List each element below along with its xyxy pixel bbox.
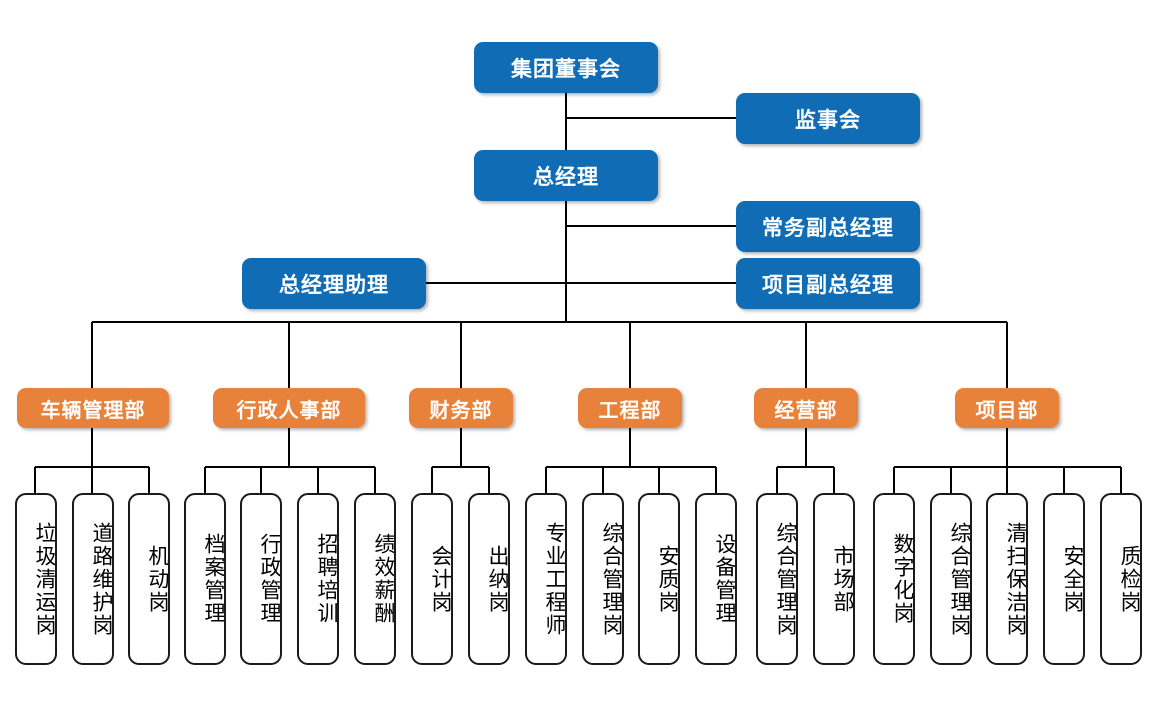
node-position-engineering-1[interactable]: 专业工程师 [525, 493, 567, 665]
node-position-admin-hr-1[interactable]: 档案管理 [184, 493, 226, 665]
node-position-admin-hr-4[interactable]: 绩效薪酬 [354, 493, 396, 665]
node-position-label: 质检岗 [1118, 544, 1141, 614]
node-position-label: 综合管理岗 [948, 521, 971, 637]
node-position-label: 机动岗 [146, 544, 169, 614]
node-dept-operations-label: 经营部 [774, 399, 838, 422]
node-dept-finance-label: 财务部 [429, 399, 493, 422]
node-executive-vice-gm[interactable]: 常务副总经理 [736, 201, 920, 252]
node-position-label: 安全岗 [1061, 544, 1084, 614]
node-position-label: 出纳岗 [486, 544, 509, 614]
node-position-admin-hr-2[interactable]: 行政管理 [240, 493, 282, 665]
node-position-label: 行政管理 [258, 533, 281, 625]
node-dept-engineering[interactable]: 工程部 [578, 388, 682, 428]
node-position-label: 道路维护岗 [90, 521, 113, 637]
node-position-vehicle-3[interactable]: 机动岗 [128, 493, 170, 665]
node-dept-admin-hr[interactable]: 行政人事部 [213, 388, 365, 428]
node-dept-project[interactable]: 项目部 [955, 388, 1059, 428]
node-project-vice-gm-label: 项目副总经理 [762, 273, 894, 297]
node-position-engineering-2[interactable]: 综合管理岗 [582, 493, 624, 665]
node-position-project-3[interactable]: 清扫保洁岗 [986, 493, 1028, 665]
node-board-label: 集团董事会 [511, 57, 621, 81]
node-position-label: 综合管理岗 [600, 521, 623, 637]
node-gm-assistant[interactable]: 总经理助理 [242, 258, 426, 309]
node-gm-assistant-label: 总经理助理 [279, 273, 389, 297]
node-position-project-1[interactable]: 数字化岗 [873, 493, 915, 665]
node-position-label: 数字化岗 [891, 533, 914, 625]
node-general-manager-label: 总经理 [533, 165, 599, 189]
node-position-operations-2[interactable]: 市场部 [813, 493, 855, 665]
node-supervisors[interactable]: 监事会 [736, 93, 920, 144]
node-dept-admin-hr-label: 行政人事部 [236, 399, 342, 422]
node-dept-finance[interactable]: 财务部 [409, 388, 513, 428]
node-position-label: 专业工程师 [543, 521, 566, 637]
node-position-project-5[interactable]: 质检岗 [1100, 493, 1142, 665]
node-position-label: 垃圾清运岗 [33, 521, 56, 637]
node-dept-vehicle[interactable]: 车辆管理部 [17, 388, 169, 428]
node-position-project-4[interactable]: 安全岗 [1043, 493, 1085, 665]
node-position-project-2[interactable]: 综合管理岗 [930, 493, 972, 665]
node-position-admin-hr-3[interactable]: 招聘培训 [297, 493, 339, 665]
node-position-label: 招聘培训 [315, 533, 338, 625]
node-dept-engineering-label: 工程部 [598, 399, 662, 422]
node-position-finance-1[interactable]: 会计岗 [411, 493, 453, 665]
node-position-label: 设备管理 [713, 533, 736, 625]
node-position-vehicle-2[interactable]: 道路维护岗 [72, 493, 114, 665]
node-position-label: 安质岗 [656, 544, 679, 614]
node-position-label: 综合管理岗 [774, 521, 797, 637]
node-position-label: 市场部 [831, 544, 854, 614]
node-project-vice-gm[interactable]: 项目副总经理 [736, 258, 920, 309]
node-dept-project-label: 项目部 [975, 399, 1039, 422]
node-position-finance-2[interactable]: 出纳岗 [468, 493, 510, 665]
node-position-vehicle-1[interactable]: 垃圾清运岗 [15, 493, 57, 665]
node-position-label: 会计岗 [429, 544, 452, 614]
node-board[interactable]: 集团董事会 [474, 42, 658, 93]
node-dept-operations[interactable]: 经营部 [754, 388, 858, 428]
node-position-label: 清扫保洁岗 [1004, 521, 1027, 637]
node-general-manager[interactable]: 总经理 [474, 150, 658, 201]
node-executive-vice-gm-label: 常务副总经理 [762, 216, 894, 240]
node-position-label: 绩效薪酬 [372, 533, 395, 625]
node-dept-vehicle-label: 车辆管理部 [40, 399, 146, 422]
node-position-label: 档案管理 [202, 533, 225, 625]
node-position-operations-1[interactable]: 综合管理岗 [756, 493, 798, 665]
node-supervisors-label: 监事会 [795, 108, 861, 132]
node-position-engineering-4[interactable]: 设备管理 [695, 493, 737, 665]
node-position-engineering-3[interactable]: 安质岗 [638, 493, 680, 665]
